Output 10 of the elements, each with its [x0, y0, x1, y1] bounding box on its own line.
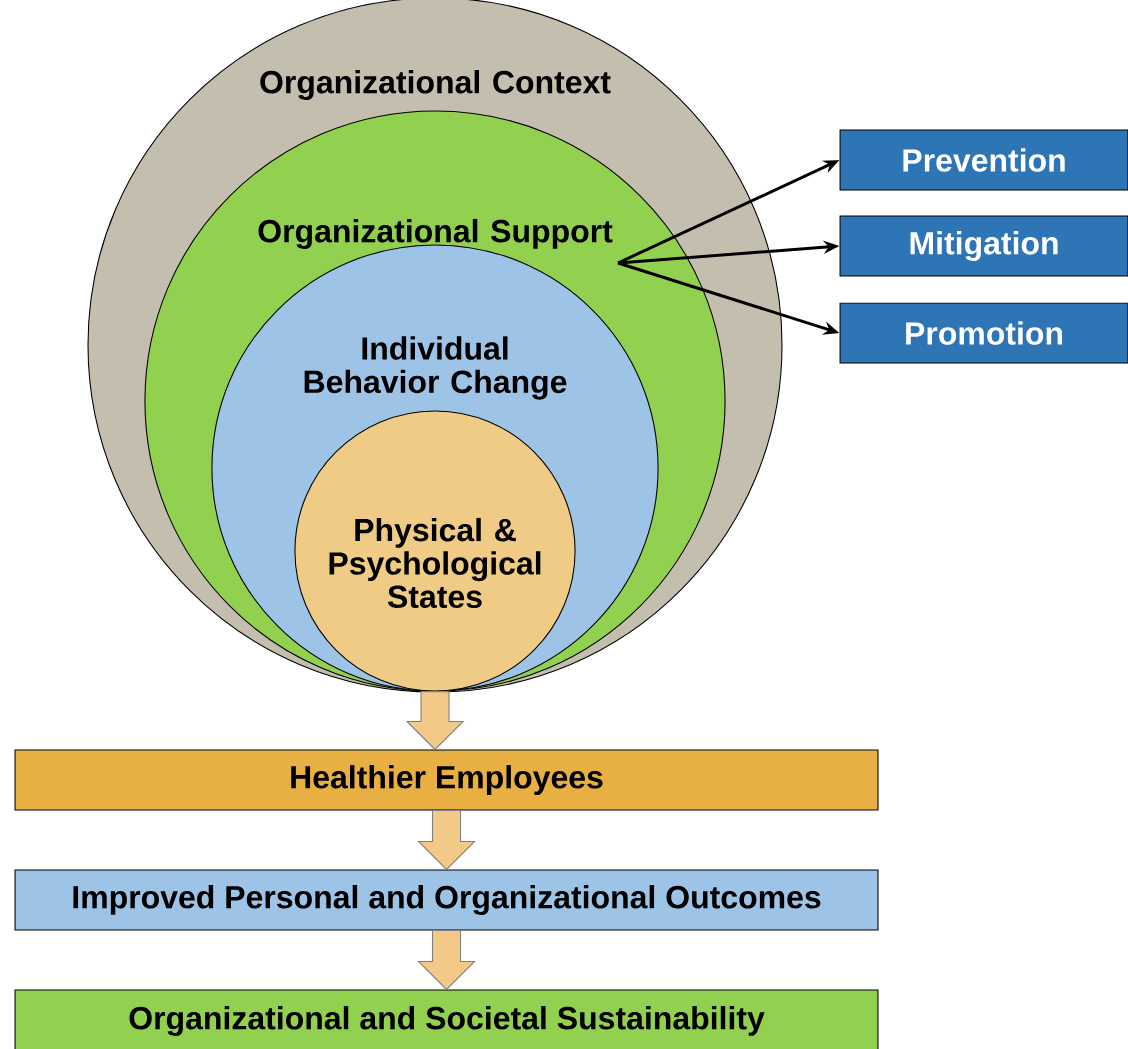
- process-box: Prevention: [839, 129, 1128, 191]
- process-box: Promotion: [839, 302, 1128, 364]
- process-box: Organizational and Societal Sustainability: [14, 989, 879, 1049]
- block-arrow: [405, 691, 465, 751]
- circle-region: Physical & Psychological States: [294, 410, 576, 692]
- process-box: Improved Personal and Organizational Outcomes: [14, 869, 879, 931]
- block-arrow: [417, 810, 476, 871]
- process-box: Mitigation: [839, 215, 1128, 277]
- process-box: Healthier Employees: [14, 749, 879, 811]
- block-arrow: [417, 930, 476, 991]
